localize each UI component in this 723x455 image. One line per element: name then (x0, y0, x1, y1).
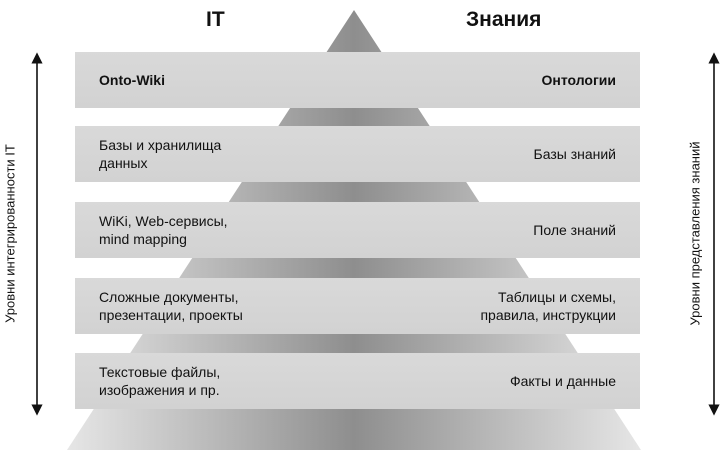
left-axis-label: Уровни интегрированности IT (2, 144, 18, 323)
level-5-knowledge-label: Факты и данные (509, 373, 616, 389)
heading-knowledge: Знания (466, 8, 542, 31)
level-bar-5 (75, 353, 640, 409)
level-2-it-label: Базы и хранилища данных (99, 137, 222, 171)
level-bar-1 (75, 52, 640, 108)
heading-it: IT (206, 8, 225, 31)
level-1-it-label: Onto-Wiki (99, 72, 165, 88)
right-axis-label: Уровни представления знаний (687, 141, 703, 326)
level-5-it-label: Текстовые файлы, изображения и пр. (99, 364, 221, 398)
level-4-it-label: Сложные документы, презентации, проекты (99, 289, 243, 323)
level-bar-4 (75, 278, 640, 334)
level-3-it-label: WiKi, Web-сервисы, mind mapping (99, 213, 228, 247)
level-2-knowledge-label: Базы знаний (533, 146, 617, 162)
level-4-knowledge-label: Таблицы и схемы, правила, инструкции (480, 289, 616, 323)
level-bar-3 (75, 202, 640, 258)
level-3-knowledge-label: Поле знаний (533, 222, 616, 238)
level-1-knowledge-label: Онтологии (541, 72, 616, 88)
level-bar-2 (75, 126, 640, 182)
